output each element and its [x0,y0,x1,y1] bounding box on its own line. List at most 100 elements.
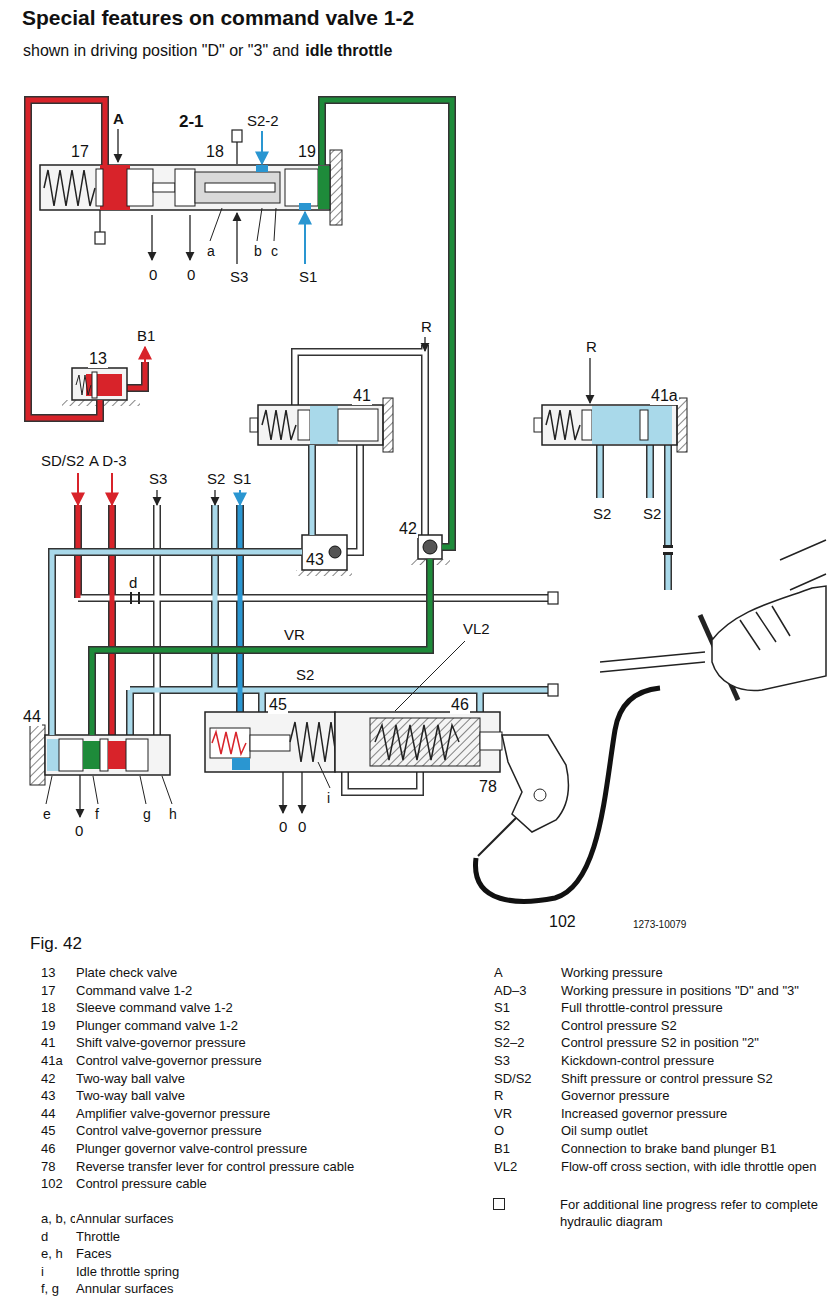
accelerator-pedal [780,540,826,590]
pressure-label: S2-2 [246,112,280,129]
pipe-outline [28,100,105,418]
command-valve [299,203,311,210]
key-table-cell: O [493,1124,505,1139]
flow-arrow [282,772,283,813]
surface-letter: b [253,243,263,259]
key-table-cell: Sleeve command valve 1-2 [75,1001,234,1016]
ball-valve [329,546,341,558]
governor-plunger [335,712,502,772]
key-table-cell: i [40,1265,45,1280]
hydraulic-line [78,345,548,792]
callout-number: 44 [22,708,42,726]
callout-number: 46 [450,696,470,714]
pressure-line [52,552,302,735]
amplifier-valve [126,739,148,771]
pressure-line [28,100,105,418]
pipe-fill [322,100,452,547]
key-table-cell: S2–2 [493,1036,525,1051]
flow-arrow [261,131,263,164]
governor-control-valve [250,735,290,751]
callout-number: 13 [88,350,108,368]
key-table-cell: 78 [40,1160,56,1175]
amplifier-valve [83,741,100,769]
valve-outline: 43 [302,535,347,571]
command-valve [318,166,330,209]
key-table-cell: 44 [40,1107,56,1122]
pressure-line [92,559,430,735]
key-table-cell: 102 [40,1177,64,1192]
key-table-cell: 43 [40,1089,56,1104]
key-table-cell: R [493,1089,504,1104]
transfer-lever [534,789,546,801]
amplifier-valve [30,725,45,785]
key-table-cell: Plunger governor valve-control pressure [75,1142,308,1157]
pressure-label: S2 [642,505,662,522]
key-table-cell: S1 [493,1001,511,1016]
key-table-cell: A [493,966,504,981]
transfer-lever [478,735,568,856]
surface-letter: c [270,243,279,259]
flow-arrow [304,212,306,264]
ball-valve [423,540,437,554]
amplifier-valve [47,739,59,771]
key-table-cell: Idle throttle spring [75,1265,180,1280]
accelerator-pedal [600,662,705,672]
accelerator-pedal [740,606,790,650]
flow-arrow [236,213,237,264]
pressure-label: S1 [298,268,318,285]
legend-text: For additional line progress refer to co… [560,1196,820,1231]
valve-outline: 41a [542,405,677,445]
flow-arrow [301,772,302,813]
key-table-cell: Shift pressure or control pressure S2 [560,1072,774,1087]
figure-caption: Fig. 42 [30,934,82,954]
port-marker [548,592,558,604]
flow-arrow [189,215,190,260]
surface-letter: f [94,806,100,822]
key-table-cell: SD/S2 [493,1072,533,1087]
key-table-cell: Plate check valve [75,966,178,981]
key-table-cell: Governor pressure [560,1089,670,1104]
hydraulic-line [663,545,673,548]
key-table-cell: Working pressure in positions "D" and "3… [560,984,800,999]
key-table-cell: Oil sump outlet [560,1124,649,1139]
leader-line [257,208,262,241]
pipe-fill [92,559,430,735]
outlet-label: 0 [278,818,288,835]
pressure-line [322,100,452,547]
key-table-cell: Shift valve-governor pressure [75,1036,247,1051]
key-table-cell: Control pressure S2 in position "2" [560,1036,760,1051]
surface-letter: h [168,806,178,822]
governor-plunger [335,712,500,772]
key-table-cell: 46 [40,1142,56,1157]
flow-arrow [156,490,157,505]
command-valve [256,165,268,172]
pipe-fill [310,445,315,535]
port-marker [95,232,105,244]
control-valve [546,410,580,440]
pressure-label: VR [283,626,306,643]
plate-check-valve [86,374,122,396]
leader-line [274,208,276,241]
ball-valve [302,535,347,570]
valve-outline: 46 [335,712,500,772]
valve-outline: 17 [40,165,170,210]
valve-outline: 13 [72,368,127,400]
key-table-cell: Two-way ball valve [75,1089,186,1104]
valve-outline: 42 [418,535,442,559]
hydraulic-line [130,445,668,735]
callout-number: 102 [548,913,577,931]
key-table-cell: Command valve 1-2 [75,984,193,999]
pressure-label: R [420,318,433,335]
leader-line [46,776,52,804]
key-table-cell: Kickdown-control pressure [560,1054,715,1069]
pressure-label: A D-3 [88,452,128,469]
pipe-fill [52,552,302,735]
position-label: 2-1 [178,112,205,132]
amplifier-valve [100,739,108,771]
key-table-cell: Reverse transfer lever for control press… [75,1160,355,1175]
hydraulic-line [130,592,132,604]
accelerator-pedal [600,652,705,662]
plate-check-valve [76,375,91,395]
key-table-cell: Working pressure [560,966,664,981]
hydraulic-line [78,345,673,792]
